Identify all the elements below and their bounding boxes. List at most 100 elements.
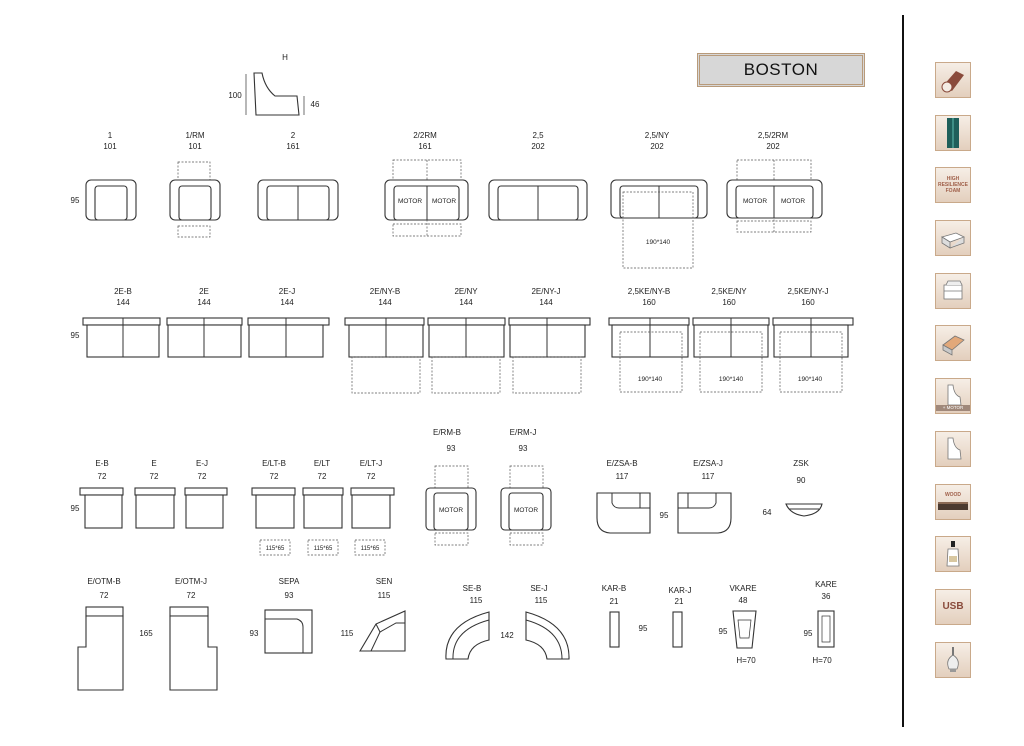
module-2-2rm: 2/2RM 161 MOTOR MOTOR bbox=[384, 131, 469, 237]
svg-text:SEPA: SEPA bbox=[279, 577, 300, 586]
module-se-b: SE-B 115 bbox=[445, 584, 490, 660]
leather-icon bbox=[935, 62, 971, 98]
svg-text:VKARE: VKARE bbox=[729, 584, 756, 593]
svg-text:115*65: 115*65 bbox=[266, 546, 285, 552]
svg-text:190*140: 190*140 bbox=[798, 376, 823, 383]
pullout-bed-icon bbox=[935, 325, 971, 362]
svg-text:2: 2 bbox=[291, 131, 296, 140]
brand-name: BOSTON bbox=[743, 60, 819, 79]
svg-text:72: 72 bbox=[150, 472, 159, 481]
row1-depth: 95 bbox=[71, 196, 80, 205]
recliner-motor-icon: + MOTOR bbox=[935, 378, 971, 415]
row4: E/OTM-B 72 165 E/OTM-J 72 SEPA 93 93 SEN… bbox=[77, 577, 837, 691]
svg-text:E/RM-B: E/RM-B bbox=[433, 428, 461, 437]
svg-text:1: 1 bbox=[108, 131, 113, 140]
svg-text:E/OTM-B: E/OTM-B bbox=[87, 577, 120, 586]
svg-text:161: 161 bbox=[286, 142, 300, 151]
svg-text:E-B: E-B bbox=[95, 459, 108, 468]
svg-text:2E-B: 2E-B bbox=[114, 287, 132, 296]
motor-label: + MOTOR bbox=[936, 405, 970, 412]
svg-text:ZSK: ZSK bbox=[793, 459, 809, 468]
svg-text:160: 160 bbox=[801, 298, 815, 307]
svg-text:1/RM: 1/RM bbox=[185, 131, 204, 140]
svg-text:160: 160 bbox=[642, 298, 656, 307]
svg-text:115: 115 bbox=[378, 591, 391, 600]
svg-text:MOTOR: MOTOR bbox=[743, 198, 767, 205]
module-e-rm-b: E/RM-B 93 MOTOR bbox=[425, 428, 477, 546]
svg-text:E/LT-B: E/LT-B bbox=[262, 459, 286, 468]
svg-text:SE-J: SE-J bbox=[530, 584, 547, 593]
svg-text:202: 202 bbox=[650, 142, 664, 151]
svg-text:E/ZSA-J: E/ZSA-J bbox=[693, 459, 723, 468]
svg-text:36: 36 bbox=[822, 592, 831, 601]
svg-text:48: 48 bbox=[739, 596, 748, 605]
svg-text:MOTOR: MOTOR bbox=[781, 198, 805, 205]
module-e-lt: E/LT 72 115*65 bbox=[302, 459, 344, 556]
recliner-icon bbox=[935, 430, 971, 467]
foam-label: HIGH RESILIENCE FOAM bbox=[937, 176, 968, 195]
svg-text:KAR-B: KAR-B bbox=[602, 584, 626, 593]
module-e-lt-j: E/LT-J 72 115*65 bbox=[350, 459, 395, 556]
svg-text:2/2RM: 2/2RM bbox=[413, 131, 437, 140]
cleaner-icon bbox=[935, 536, 971, 573]
module-e-lt-b: E/LT-B 72 115*65 bbox=[251, 459, 296, 556]
module-e-otm-j: E/OTM-J 72 bbox=[169, 577, 218, 691]
module-2e-j: 2E-J 144 bbox=[247, 287, 330, 358]
otm-depth: 165 bbox=[139, 629, 153, 638]
svg-text:72: 72 bbox=[198, 472, 207, 481]
svg-text:2,5/2RM: 2,5/2RM bbox=[758, 131, 789, 140]
row1: 95 1 101 1/RM 101 2 161 2/2RM 161 bbox=[71, 131, 823, 269]
foam-icon: HIGH RESILIENCE FOAM bbox=[935, 167, 971, 204]
svg-text:SEN: SEN bbox=[376, 577, 393, 586]
svg-text:160: 160 bbox=[722, 298, 736, 307]
module-zsk: ZSK 90 64 bbox=[763, 459, 823, 517]
svg-text:MOTOR: MOTOR bbox=[432, 198, 456, 205]
module-vkare: VKARE 48 95 H=70 bbox=[719, 584, 757, 665]
row3-depth: 95 bbox=[71, 504, 80, 513]
module-e: E 72 bbox=[134, 459, 176, 529]
module-e-zsa-b: E/ZSA-B 117 bbox=[596, 459, 651, 534]
module-sen: SEN 115 115 bbox=[341, 577, 406, 652]
profile-drawing: H 100 46 bbox=[228, 53, 320, 116]
svg-text:144: 144 bbox=[116, 298, 130, 307]
svg-text:E/ZSA-B: E/ZSA-B bbox=[606, 459, 637, 468]
module-e-rm-j: E/RM-J 93 MOTOR bbox=[500, 428, 552, 546]
svg-text:MOTOR: MOTOR bbox=[398, 198, 422, 205]
svg-text:72: 72 bbox=[187, 591, 196, 600]
module-2: 2 161 bbox=[257, 131, 339, 221]
zsa-depth: 95 bbox=[660, 511, 669, 520]
svg-text:E: E bbox=[151, 459, 156, 468]
usb-icon: USB bbox=[935, 588, 971, 625]
svg-text:2,5KE/NY: 2,5KE/NY bbox=[711, 287, 747, 296]
sepa-depth: 93 bbox=[250, 629, 259, 638]
svg-text:SE-B: SE-B bbox=[463, 584, 482, 593]
module-1: 1 101 bbox=[85, 131, 137, 221]
divider-line bbox=[902, 15, 904, 727]
svg-text:2,5/NY: 2,5/NY bbox=[645, 131, 670, 140]
module-2-5ke-ny-j: 2,5KE/NY-J 160 190*140 bbox=[772, 287, 854, 393]
svg-text:72: 72 bbox=[270, 472, 279, 481]
lamp-icon bbox=[935, 641, 971, 678]
storage-icon bbox=[935, 272, 971, 309]
sofa-bed-icon bbox=[935, 220, 971, 257]
kare-height: H=70 bbox=[812, 656, 832, 665]
svg-text:E/OTM-J: E/OTM-J bbox=[175, 577, 207, 586]
module-2e-ny-j: 2E/NY-J 144 bbox=[508, 287, 591, 394]
vkare-height: H=70 bbox=[736, 656, 756, 665]
row2-depth: 95 bbox=[71, 331, 80, 340]
svg-text:2E/NY: 2E/NY bbox=[454, 287, 478, 296]
svg-text:190*140: 190*140 bbox=[638, 376, 663, 383]
svg-text:72: 72 bbox=[367, 472, 376, 481]
profile-code: H bbox=[282, 53, 288, 62]
module-kar-b: KAR-B 21 bbox=[602, 584, 626, 648]
profile-seat: 46 bbox=[311, 100, 320, 109]
svg-text:161: 161 bbox=[418, 142, 432, 151]
svg-text:2,5KE/NY-B: 2,5KE/NY-B bbox=[628, 287, 670, 296]
module-2e-b: 2E-B 144 bbox=[82, 287, 161, 358]
module-e-zsa-j: E/ZSA-J 117 bbox=[677, 459, 732, 534]
feature-icons: HIGH RESILIENCE FOAM + MOTOR WOOD USB bbox=[935, 62, 971, 694]
row2: 95 2E-B 144 2E 144 2E-J 144 2E/NY-B 144 bbox=[71, 287, 854, 394]
svg-text:2,5: 2,5 bbox=[532, 131, 544, 140]
vkare-depth: 95 bbox=[719, 627, 728, 636]
svg-text:144: 144 bbox=[280, 298, 294, 307]
